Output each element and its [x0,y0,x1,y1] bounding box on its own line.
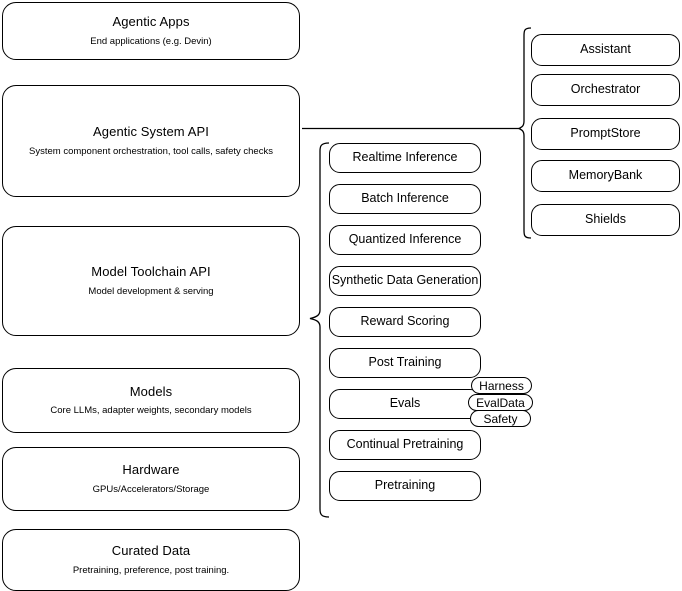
system-components-brace [517,27,532,239]
component-label: MemoryBank [568,168,643,183]
component-batch-inference[interactable]: Batch Inference [329,184,481,214]
layer-curated-data[interactable]: Curated Data Pretraining, preference, po… [2,529,300,591]
component-label: Continual Pretraining [346,437,464,452]
layer-subtitle: Model development & serving [88,285,214,297]
layer-models[interactable]: Models Core LLMs, adapter weights, secon… [2,368,300,433]
component-quantized-inference[interactable]: Quantized Inference [329,225,481,255]
component-pretraining[interactable]: Pretraining [329,471,481,501]
layer-title: Agentic Apps [112,14,190,30]
component-shields[interactable]: Shields [531,204,680,236]
component-label: Reward Scoring [360,314,450,329]
component-label: Post Training [368,355,442,370]
component-memorybank[interactable]: MemoryBank [531,160,680,192]
component-label: Batch Inference [361,191,449,206]
component-promptstore[interactable]: PromptStore [531,118,680,150]
component-label: Evals [389,396,421,411]
component-label: Pretraining [374,478,436,493]
component-label: Orchestrator [570,82,641,97]
layer-model-toolchain-api[interactable]: Model Toolchain API Model development & … [2,226,300,336]
layer-subtitle: Core LLMs, adapter weights, secondary mo… [50,405,252,417]
component-evals[interactable]: Evals [329,389,481,419]
component-orchestrator[interactable]: Orchestrator [531,74,680,106]
badge-label: EvalData [476,395,525,410]
component-label: Realtime Inference [352,150,458,165]
component-assistant[interactable]: Assistant [531,34,680,66]
component-reward-scoring[interactable]: Reward Scoring [329,307,481,337]
toolchain-components-brace [309,142,330,518]
badge-safety[interactable]: Safety [470,410,531,427]
component-label: PromptStore [570,126,641,141]
layer-subtitle: End applications (e.g. Devin) [90,35,212,47]
layer-subtitle: Pretraining, preference, post training. [72,564,230,576]
badge-label: Safety [483,411,518,426]
layer-title: Model Toolchain API [91,264,211,280]
component-synthetic-data-generation[interactable]: Synthetic Data Generation [329,266,481,296]
component-continual-pretraining[interactable]: Continual Pretraining [329,430,481,460]
layer-title: Models [129,383,173,399]
layer-title: Hardware [122,462,180,478]
component-label: Quantized Inference [348,232,462,247]
component-label: Shields [585,212,626,227]
badge-evaldata[interactable]: EvalData [468,394,533,411]
layer-title: Curated Data [111,543,191,559]
layer-agentic-apps[interactable]: Agentic Apps End applications (e.g. Devi… [2,2,300,60]
component-label: Synthetic Data Generation [331,273,479,288]
component-post-training[interactable]: Post Training [329,348,481,378]
layer-hardware[interactable]: Hardware GPUs/Accelerators/Storage [2,447,300,511]
component-label: Assistant [580,42,631,57]
layer-subtitle: System component orchestration, tool cal… [29,145,273,157]
layer-agentic-system-api[interactable]: Agentic System API System component orch… [2,85,300,197]
layer-subtitle: GPUs/Accelerators/Storage [92,483,210,495]
layer-title: Agentic System API [93,124,209,140]
badge-harness[interactable]: Harness [471,377,532,394]
component-realtime-inference[interactable]: Realtime Inference [329,143,481,173]
badge-label: Harness [479,378,524,393]
